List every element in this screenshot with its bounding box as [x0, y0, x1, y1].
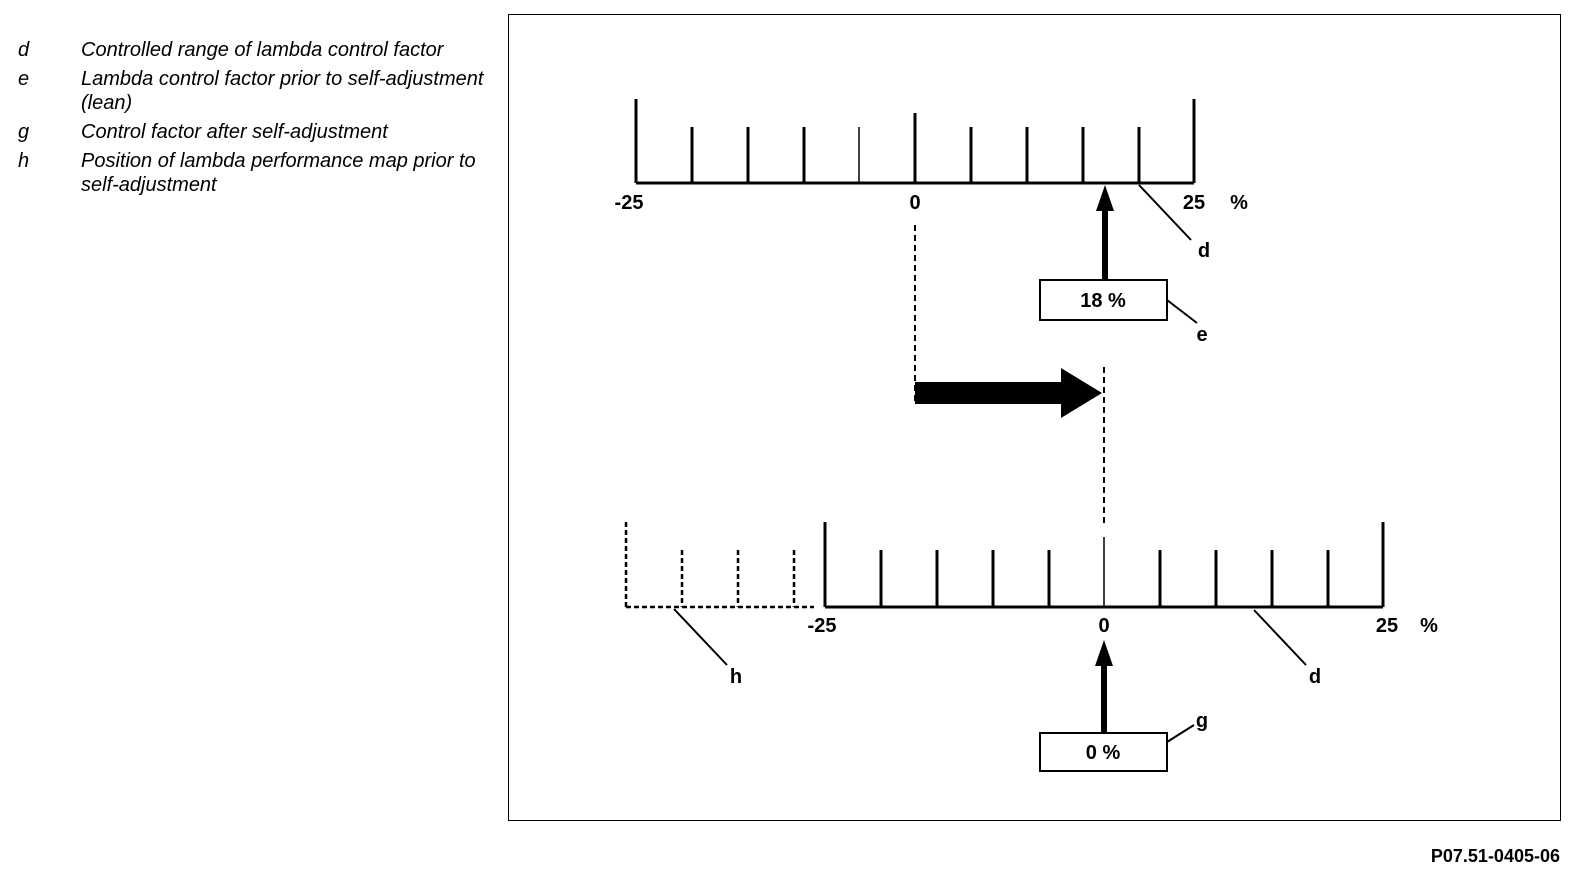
top-box-callout-line — [1166, 299, 1198, 324]
legend-key: g — [18, 121, 30, 143]
bottom-box-callout-label: g — [1196, 710, 1208, 732]
top-box-callout-label: e — [1196, 324, 1207, 346]
legend: d Controlled range of lambda control fac… — [18, 38, 488, 202]
bottom-scale-max-label: 25 — [1376, 615, 1398, 637]
legend-key: e — [18, 68, 30, 90]
bottom-scale-min-label: -25 — [808, 615, 837, 637]
top-scale-zero-label: 0 — [909, 192, 920, 214]
legend-text: Controlled range of lambda control facto… — [81, 39, 444, 61]
legend-item-g: g Control factor after self-adjustment — [18, 120, 488, 144]
diagram-frame: -25 0 25 % d 18 % e — [508, 14, 1561, 821]
top-indicator: 18 % e — [1039, 185, 1208, 346]
bottom-arrow-head-icon — [1095, 640, 1113, 666]
top-value-box — [1039, 279, 1168, 321]
top-scale-max-label: 25 — [1183, 192, 1205, 214]
figure-reference: P07.51-0405-06 — [1430, 846, 1560, 866]
top-scale-callout-label: d — [1198, 240, 1210, 262]
bottom-scale: -25 0 25 % d — [808, 522, 1438, 688]
lambda-adjustment-diagram: -25 0 25 % d 18 % e — [615, 99, 1438, 772]
bottom-value-text: 0 % — [1086, 742, 1121, 764]
legend-text: Lambda control factor prior to self-adju… — [81, 68, 484, 114]
bottom-value-box — [1039, 732, 1168, 772]
top-value-text: 18 % — [1080, 290, 1126, 312]
bottom-scale-zero-label: 0 — [1098, 615, 1109, 637]
bottom-scale-callout-label: d — [1309, 666, 1321, 688]
legend-key: h — [18, 150, 30, 172]
legend-item-h: h Position of lambda performance map pri… — [18, 149, 488, 197]
shift-indicator — [914, 225, 1105, 525]
top-arrow-head-icon — [1096, 185, 1114, 211]
bottom-scale-callout-line — [1253, 609, 1307, 666]
legend-text: Control factor after self-adjustment — [81, 121, 388, 143]
bottom-scale-unit: % — [1420, 615, 1438, 637]
legend-text: Position of lambda performance map prior… — [81, 150, 476, 196]
legend-item-e: e Lambda control factor prior to self-ad… — [18, 67, 488, 115]
old-map-callout-line — [673, 608, 728, 666]
bottom-indicator: 0 % g — [1039, 640, 1208, 772]
old-map-scale: h — [624, 522, 814, 688]
bottom-box-callout-line — [1166, 724, 1195, 743]
top-scale-callout-line — [1138, 184, 1192, 241]
legend-key: d — [18, 39, 30, 61]
top-scale: -25 0 25 % d — [615, 99, 1248, 262]
top-scale-min-label: -25 — [615, 192, 644, 214]
top-scale-unit: % — [1230, 192, 1248, 214]
shift-right-arrow-icon — [915, 368, 1102, 418]
old-map-callout-label: h — [730, 666, 742, 688]
legend-item-d: d Controlled range of lambda control fac… — [18, 38, 488, 62]
